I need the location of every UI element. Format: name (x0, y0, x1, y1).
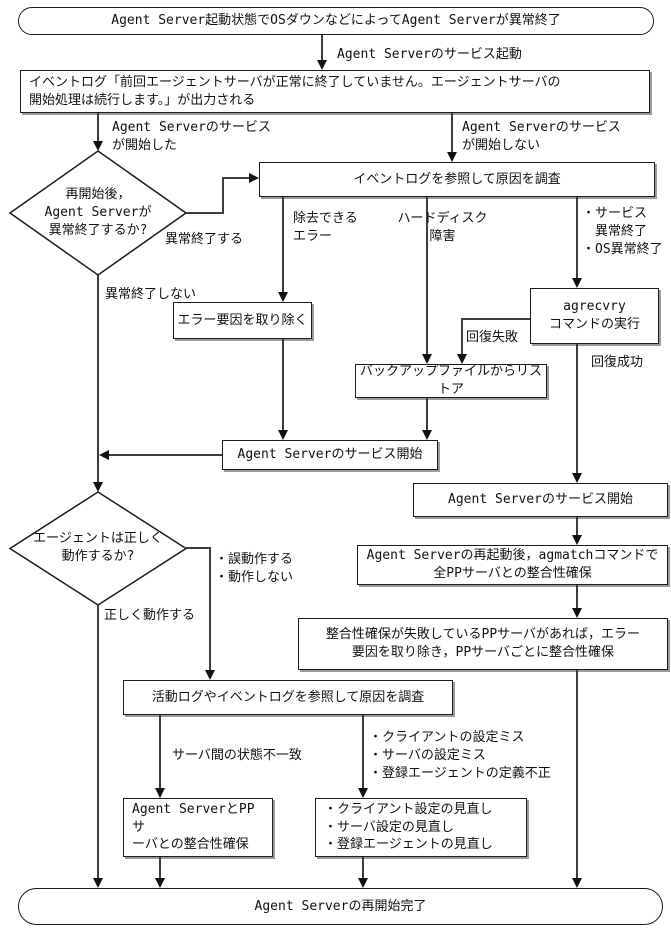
connector-decision1-right-c (223, 177, 249, 179)
arrow-into-decision2 (93, 482, 103, 492)
as-pp-consistency-box: Agent ServerとPPサ ーバとの整合性確保 (123, 798, 273, 857)
connector-decision2-right-a (186, 547, 211, 549)
connector-aspp-to-end (159, 857, 161, 878)
connector-decision1-right-a (186, 212, 224, 214)
eventlog-output-box: イベントログ「前回エージェントサーバが正常に終了していません。エージェントサーバ… (20, 70, 650, 113)
investigate-logs-box: 活動ログやイベントログを参照して原因を調査 (123, 680, 453, 715)
arrow-aspp-into-end (155, 878, 165, 888)
arrow-svcstart1-into-leftline (99, 450, 109, 460)
label-abend-no: 異常終了しない (105, 287, 197, 302)
connector-recovery-fail-a (461, 318, 530, 320)
arrow-fail-into-restore (457, 354, 467, 364)
label-service-start: Agent Serverのサービス起動 (337, 47, 522, 62)
arrow-restore-into-svcstart1 (422, 430, 432, 440)
arrow-decision1-into-investigate (249, 173, 259, 183)
connector-eventlog-to-investigate (451, 113, 453, 154)
connector-logs-to-review (362, 715, 364, 788)
arrow-into-agmatch (572, 535, 582, 545)
connector-branch-hdd (426, 197, 428, 354)
label-config-error: ・クライアントの設定ミス ・サーバの設定ミス ・登録エージェントの定義不正 (369, 730, 551, 781)
label-service-started: Agent Serverのサービス が開始した (112, 120, 271, 153)
arrow-works-into-end (93, 878, 103, 888)
label-svc-os-abend: ・サービス 異常終了 ・OS異常終了 (582, 206, 663, 257)
connector-logs-to-aspp (159, 715, 161, 788)
connector-eventlog-to-decision1 (97, 113, 99, 143)
label-state-mismatch: サーバ間の状態不一致 (172, 748, 302, 763)
connector-decision1-to-decision2 (97, 275, 99, 482)
service-start-box-2: Agent Serverのサービス開始 (413, 483, 668, 517)
review-settings-box: ・クライアント設定の見直し ・サーバ設定の見直し ・登録エージェントの見直し (315, 798, 527, 857)
connector-decision2-right-b (209, 547, 211, 670)
label-malfunction: ・誤動作する ・動作しない (215, 552, 294, 585)
arrow-into-svcstart2 (572, 473, 582, 483)
label-service-not-started: Agent Serverのサービス が開始しない (462, 120, 621, 153)
arrow-into-aspp-box (155, 788, 165, 798)
agrecvry-command-box: agrecvry コマンドの実行 (530, 288, 659, 344)
arrow-hdd-into-restore (422, 354, 432, 364)
agmatch-consistency-box: Agent Serverの再起動後，agmatchコマンドで 全PPサーバとの整… (357, 545, 668, 585)
connector-agmatch-to-ppcons (576, 585, 578, 608)
arrow-review-into-end (358, 878, 368, 888)
connector-remove-to-svcstart (282, 339, 284, 430)
connector-restore-to-svcstart (426, 398, 428, 430)
label-recovery-fail: 回復失敗 (466, 330, 519, 345)
arrow-into-eventlog-box (317, 60, 327, 70)
remove-error-box: エラー要因を取り除く (173, 302, 312, 339)
restore-backup-box: バックアップファイルからリストア (355, 364, 547, 398)
arrow-into-agrecvry (572, 278, 582, 288)
connector-recovery-fail-b (461, 318, 463, 354)
connector-branch-svc-abend (576, 197, 578, 278)
arrow-into-decision1 (93, 141, 103, 151)
connector-ppcons-to-end (576, 670, 578, 878)
connector-review-to-end (362, 857, 364, 878)
investigate-eventlog-box: イベントログを参照して原因を調査 (259, 162, 655, 197)
service-start-box-1: Agent Serverのサービス開始 (222, 440, 438, 470)
arrow-into-ppcons (572, 608, 582, 618)
arrow-into-review-box (358, 788, 368, 798)
arrow-into-remove-error (278, 292, 288, 302)
connector-svcstart2-to-agmatch (576, 517, 578, 535)
end-terminal: Agent Serverの再開始完了 (18, 888, 663, 925)
label-hdd-failure: ハードディスク 障害 (397, 211, 488, 244)
connector-start-to-eventlog (321, 35, 323, 62)
connector-svcstart-to-leftline (109, 454, 222, 456)
arrow-into-investigate-box (447, 152, 457, 162)
label-recovery-success: 回復成功 (591, 355, 644, 370)
connector-branch-removable-error (282, 197, 284, 292)
start-terminal: Agent Server起動状態でOSダウンなどによってAgent Server… (18, 7, 654, 35)
label-removable-error: 除去できる エラー (293, 211, 358, 244)
pp-consistency-box: 整合性確保が失敗しているPPサーバがあれば，エラー 要因を取り除き，PPサーバご… (298, 618, 668, 670)
connector-recovery-success (576, 344, 578, 473)
arrow-remove-into-svcstart1 (278, 430, 288, 440)
connector-decision1-right-b (222, 177, 224, 214)
arrow-ppcons-into-end (572, 878, 582, 888)
decision-agent-works-text: エージェントは正しく 動作するか? (33, 531, 163, 564)
arrow-into-investigate-logs (205, 670, 215, 680)
decision-restart-abend-text: 再開始後， Agent Serverが 異常終了するか? (44, 187, 152, 238)
label-works-correctly: 正しく動作する (104, 608, 196, 623)
connector-decision2-to-end (97, 605, 99, 878)
label-abend-yes: 異常終了する (165, 232, 244, 247)
